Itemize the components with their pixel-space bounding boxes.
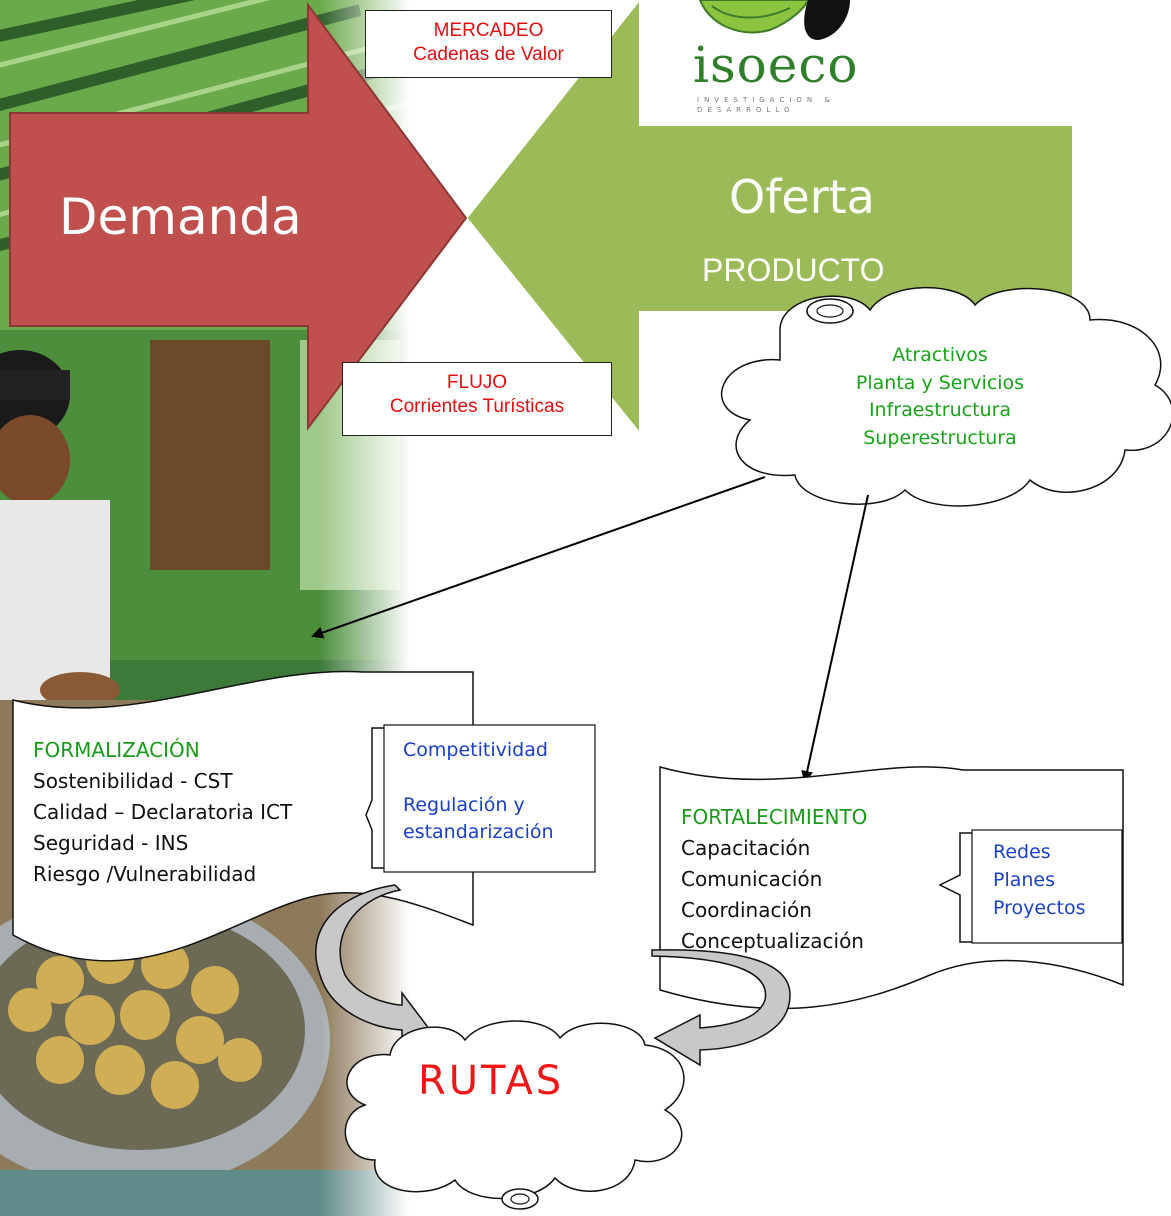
rutas-label: RUTAS: [418, 1058, 565, 1104]
fortalecimiento-list: FORTALECIMIENTO Capacitación Comunicació…: [681, 802, 867, 957]
fortalecimiento-brace-list: Redes Planes Proyectos: [993, 838, 1086, 922]
flujo-box: FLUJO Corrientes Turísticas: [342, 362, 612, 436]
formalizacion-item: Calidad – Declaratoria ICT: [33, 800, 293, 824]
arrow-to-formalizacion: [311, 476, 766, 639]
offer-item-planta: Planta y Servicios: [855, 371, 1025, 394]
fortalecimiento-heading: FORTALECIMIENTO: [681, 805, 868, 829]
regulacion-label: Regulación y: [403, 794, 525, 816]
offer-title: Oferta: [729, 170, 875, 224]
formalizacion-heading: FORMALIZACIÓN: [33, 738, 200, 762]
formalizacion-item: Sostenibilidad - CST: [33, 769, 233, 793]
formalizacion-document: [12, 670, 474, 962]
fortalecimiento-item: Comunicación: [681, 867, 823, 891]
logo-tagline-1: INVESTIGACION &: [697, 96, 835, 104]
offer-cloud-list: Atractivos Planta y Servicios Infraestru…: [820, 342, 1060, 452]
fortalecimiento-item: Conceptualización: [681, 929, 864, 953]
fortalecimiento-item: Coordinación: [681, 898, 812, 922]
proyectos-label: Proyectos: [993, 897, 1086, 919]
formalizacion-item: Seguridad - INS: [33, 831, 189, 855]
curved-arrow-right: [651, 949, 791, 1067]
competitividad-label: Competitividad: [403, 739, 548, 761]
formalizacion-brace-list: Competitividad Regulación y estandarizac…: [403, 737, 554, 846]
estandarizacion-label: estandarización: [403, 821, 554, 843]
logo-tagline-2: DESARROLLO: [697, 106, 795, 114]
redes-label: Redes: [993, 841, 1051, 863]
formalizacion-list: FORMALIZACIÓN Sostenibilidad - CST Calid…: [33, 735, 292, 890]
offer-item-atractivos: Atractivos: [892, 344, 988, 366]
fortalecimiento-brace: [938, 832, 972, 943]
demand-arrow: [9, 1, 468, 431]
curved-arrow-left: [315, 884, 432, 1054]
planes-label: Planes: [993, 869, 1056, 891]
rutas-cloud: [344, 1020, 685, 1210]
isoeco-logo-mark: [698, 0, 850, 40]
formalizacion-brace: [365, 727, 384, 869]
corrientes-label: Corrientes Turísticas: [389, 396, 565, 417]
offer-cloud: [721, 286, 1171, 507]
offer-item-infraestructura: Infraestructura: [868, 399, 1012, 421]
fortalecimiento-document: [659, 766, 1124, 1010]
demand-title: Demanda: [59, 188, 302, 246]
offer-subtitle: PRODUCTO: [702, 252, 885, 288]
fortalecimiento-item: Capacitación: [681, 836, 811, 860]
formalizacion-item: Riesgo /Vulnerabilidad: [33, 862, 257, 886]
arrow-to-fortalecimiento: [801, 494, 869, 783]
logo-wordmark: isoeco: [693, 36, 859, 94]
cadenas-valor-label: Cadenas de Valor: [413, 44, 564, 65]
mercadeo-box: MERCADEO Cadenas de Valor: [365, 10, 612, 78]
mercadeo-label: MERCADEO: [433, 20, 544, 41]
flujo-label: FLUJO: [446, 372, 508, 393]
offer-item-superestructura: Superestructura: [863, 426, 1017, 449]
